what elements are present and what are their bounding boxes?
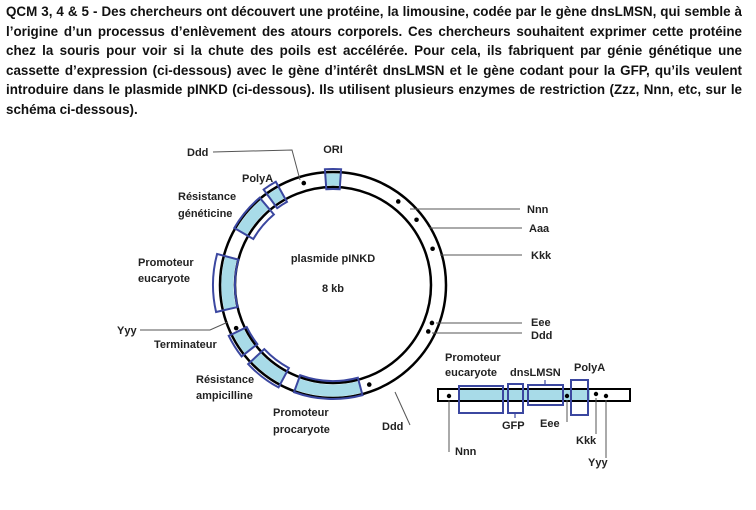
- site-kkk: Kkk: [531, 250, 552, 262]
- label-prom-euk-2: eucaryote: [138, 273, 190, 285]
- cassette-yyy: Yyy: [588, 457, 608, 469]
- segment-fill-prom-pro: [294, 378, 362, 397]
- segment-fill-res-gen: [236, 199, 270, 236]
- segment-box-prom-euk: [212, 252, 240, 314]
- site-dot-eee: [429, 320, 435, 326]
- cassette-gfp: GFP: [502, 420, 525, 432]
- cassette-eee: Eee: [540, 418, 560, 430]
- segment-fill-res-amp: [251, 352, 287, 384]
- expression-cassette: Promoteur eucaryote dnsLMSN PolyA GFP Ee…: [437, 352, 631, 469]
- segment-box-polya: [262, 180, 289, 210]
- plasmid-size: 8 kb: [322, 283, 344, 295]
- box-polya: [570, 379, 589, 416]
- segment-box-prom-pro: [292, 373, 364, 400]
- cassette-gene: dnsLMSN: [510, 367, 561, 379]
- label-res-gen-2: généticine: [178, 208, 232, 220]
- cassette-prom-2: eucaryote: [445, 367, 497, 379]
- segment-fill-term: [232, 328, 255, 354]
- label-terminateur: Terminateur: [154, 339, 217, 351]
- label-res-gen-1: Résistance: [178, 191, 236, 203]
- box-promoter: [458, 385, 504, 414]
- cassette-polya: PolyA: [574, 362, 605, 374]
- site-dot-ddd-bottom: [366, 382, 372, 387]
- site-yyy: Yyy: [117, 325, 137, 337]
- site-eee: Eee: [531, 317, 551, 329]
- cassette-nnn: Nnn: [455, 446, 477, 458]
- site-nnn: Nnn: [527, 204, 549, 216]
- plasmid-name: plasmide pINKD: [291, 253, 375, 265]
- label-res-amp-1: Résistance: [196, 374, 254, 386]
- segment-fill-ori: [325, 173, 341, 186]
- site-ddd-bottom: Ddd: [382, 421, 403, 433]
- site-dot-ddd-top: [301, 180, 307, 186]
- outer-strand: [218, 170, 448, 400]
- label-ori: ORI: [323, 144, 343, 156]
- label-prom-pro-2: procaryote: [273, 424, 330, 436]
- site-aaa: Aaa: [529, 223, 550, 235]
- label-res-amp-2: ampicilline: [196, 390, 253, 402]
- label-prom-euk-1: Promoteur: [138, 257, 194, 269]
- label-prom-pro-1: Promoteur: [273, 407, 329, 419]
- site-dot-kkk: [430, 246, 435, 252]
- cassette-kkk: Kkk: [576, 435, 597, 447]
- site-dot-nnn: [395, 199, 401, 204]
- site-dot-ddd-right: [425, 329, 431, 334]
- segment-box-term: [227, 325, 259, 358]
- label-polya: PolyA: [242, 173, 273, 185]
- site-ddd-top: Ddd: [187, 147, 208, 159]
- segment-box-ori: [323, 168, 343, 191]
- site-dot-aaa: [414, 217, 419, 223]
- site-dot-yyy: [233, 325, 239, 331]
- segment-box-res-amp: [246, 347, 291, 389]
- site-ddd-right: Ddd: [531, 330, 552, 342]
- question-text: QCM 3, 4 & 5 - Des chercheurs ont découv…: [6, 4, 742, 117]
- segment-fill-prom-euk: [221, 256, 237, 311]
- cassette-prom-1: Promoteur: [445, 352, 501, 364]
- segment-box-res-gen: [232, 196, 276, 241]
